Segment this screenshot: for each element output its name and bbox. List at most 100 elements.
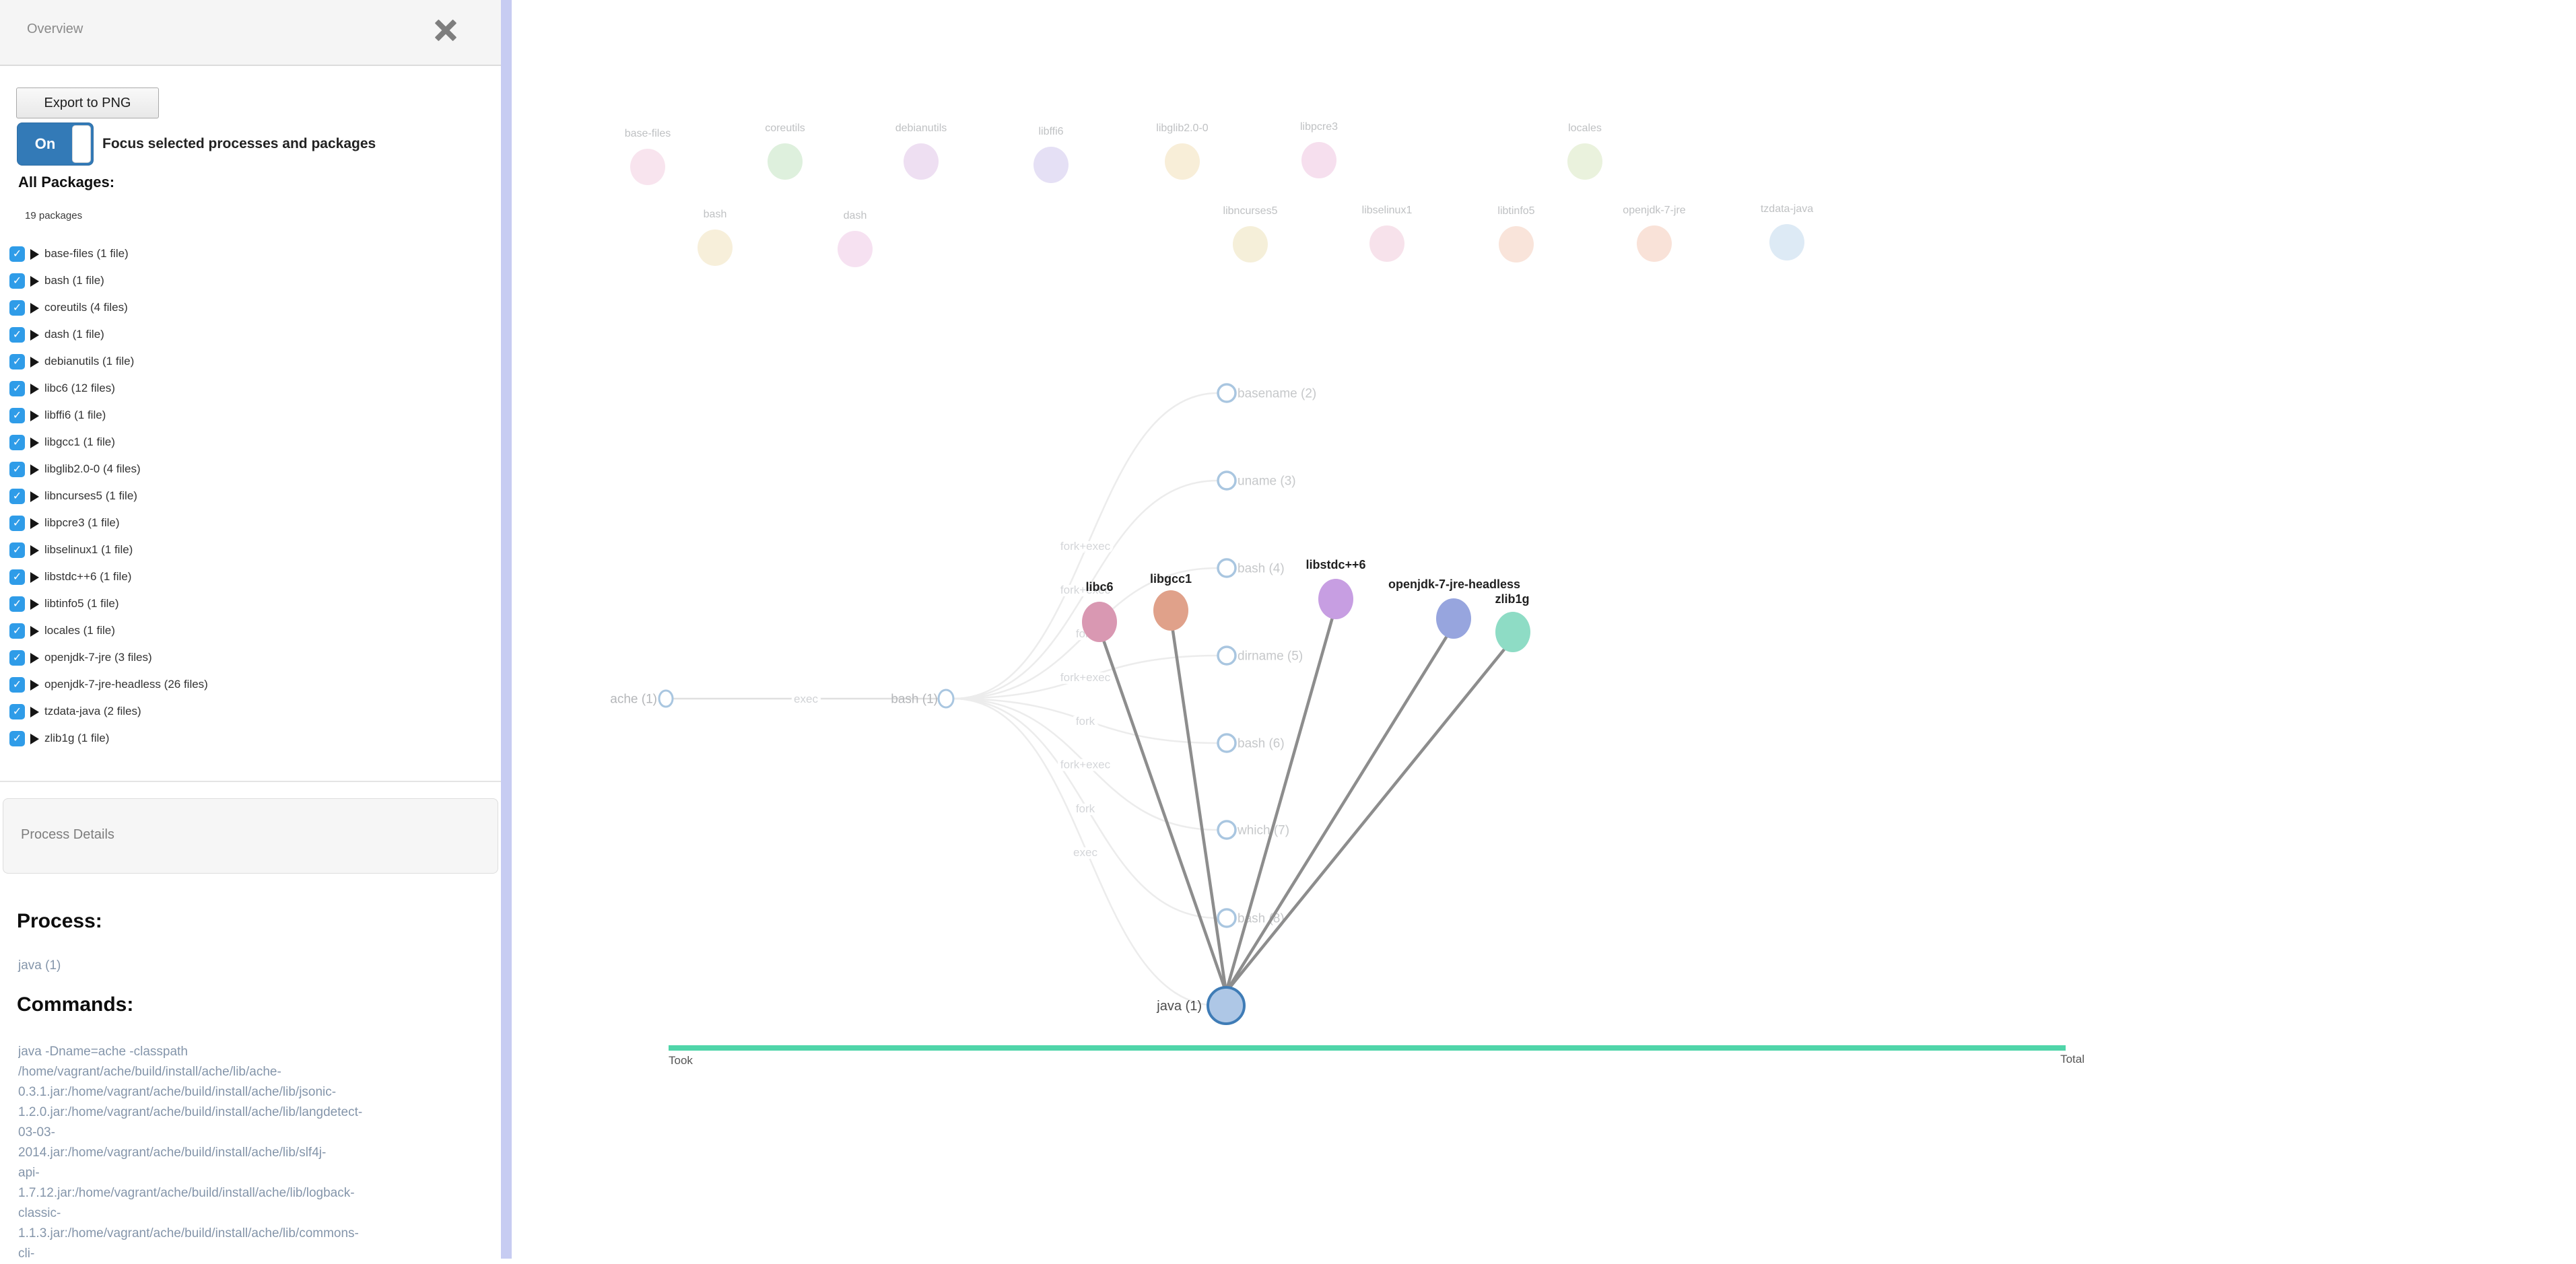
package-label[interactable]: zlib1g (1 file) [44, 732, 110, 744]
expand-triangle-icon[interactable] [30, 734, 39, 744]
focused-package-node[interactable] [1495, 612, 1530, 652]
focus-toggle[interactable]: On [17, 122, 94, 166]
process-node[interactable] [1217, 733, 1237, 753]
process-node-ache[interactable] [658, 689, 674, 708]
process-label-ache[interactable]: ache (1) [610, 693, 657, 707]
package-label[interactable]: libglib2.0-0 (4 files) [44, 462, 141, 475]
java-process-label[interactable]: java (1) [1156, 999, 1202, 1014]
package-label[interactable]: libncurses5 (1 file) [44, 489, 137, 502]
expand-triangle-icon[interactable] [30, 518, 39, 529]
faded-package-node[interactable] [1165, 143, 1200, 180]
package-checkbox-checked[interactable]: ✓ [9, 381, 25, 396]
expand-triangle-icon[interactable] [30, 330, 39, 341]
package-checkbox-checked[interactable]: ✓ [9, 327, 25, 343]
package-checkbox-checked[interactable]: ✓ [9, 489, 25, 504]
process-node[interactable] [1217, 470, 1237, 491]
expand-triangle-icon[interactable] [30, 464, 39, 475]
package-label[interactable]: libc6 (12 files) [44, 382, 115, 394]
package-checkbox-checked[interactable]: ✓ [9, 516, 25, 531]
java-process-node[interactable] [1207, 986, 1246, 1025]
package-checkbox-checked[interactable]: ✓ [9, 569, 25, 585]
expand-triangle-icon[interactable] [30, 599, 39, 610]
process-node[interactable] [1217, 908, 1237, 928]
timeline-bar[interactable] [669, 1045, 2066, 1051]
faded-package-node[interactable] [1033, 147, 1069, 183]
package-checkbox-checked[interactable]: ✓ [9, 273, 25, 289]
expand-triangle-icon[interactable] [30, 303, 39, 314]
faded-package-node[interactable] [1637, 225, 1672, 262]
expand-triangle-icon[interactable] [30, 384, 39, 394]
package-checkbox-checked[interactable]: ✓ [9, 596, 25, 612]
faded-package-node[interactable] [838, 231, 873, 267]
expand-triangle-icon[interactable] [30, 276, 39, 287]
expand-triangle-icon[interactable] [30, 249, 39, 260]
package-checkbox-checked[interactable]: ✓ [9, 408, 25, 423]
faded-package-node[interactable] [698, 230, 733, 266]
package-label[interactable]: libffi6 (1 file) [44, 409, 106, 421]
export-png-button[interactable]: Export to PNG [16, 87, 159, 118]
expand-triangle-icon[interactable] [30, 545, 39, 556]
package-checkbox-checked[interactable]: ✓ [9, 623, 25, 639]
process-label[interactable]: bash (6) [1238, 737, 1285, 751]
package-label[interactable]: debianutils (1 file) [44, 355, 135, 367]
package-checkbox-checked[interactable]: ✓ [9, 246, 25, 262]
package-label[interactable]: libstdc++6 (1 file) [44, 570, 132, 583]
process-node-bash1[interactable] [937, 689, 955, 709]
package-label[interactable]: tzdata-java (2 files) [44, 705, 141, 717]
process-details-panel[interactable]: Process Details [3, 798, 498, 874]
process-node[interactable] [1217, 820, 1237, 840]
sidebar-scrollbar[interactable] [501, 0, 512, 1259]
process-node[interactable] [1217, 558, 1237, 578]
package-label[interactable]: libgcc1 (1 file) [44, 435, 115, 448]
process-node[interactable] [1217, 383, 1237, 403]
faded-package-node[interactable] [1567, 143, 1602, 180]
process-label[interactable]: dirname (5) [1238, 649, 1303, 664]
package-label[interactable]: libtinfo5 (1 file) [44, 597, 119, 610]
expand-triangle-icon[interactable] [30, 437, 39, 448]
package-label[interactable]: locales (1 file) [44, 624, 115, 637]
process-label[interactable]: which (7) [1237, 824, 1289, 838]
package-label[interactable]: openjdk-7-jre (3 files) [44, 651, 152, 664]
package-checkbox-checked[interactable]: ✓ [9, 354, 25, 370]
faded-package-node[interactable] [768, 143, 803, 180]
expand-triangle-icon[interactable] [30, 411, 39, 421]
package-checkbox-checked[interactable]: ✓ [9, 731, 25, 746]
process-name-link[interactable]: java (1) [18, 958, 61, 973]
faded-package-node[interactable] [1769, 224, 1804, 260]
package-label[interactable]: coreutils (4 files) [44, 301, 128, 314]
process-label-bash1[interactable]: bash (1) [891, 693, 938, 707]
faded-package-node[interactable] [904, 143, 939, 180]
package-checkbox-checked[interactable]: ✓ [9, 677, 25, 693]
process-label[interactable]: basename (2) [1238, 387, 1316, 401]
package-label[interactable]: libselinux1 (1 file) [44, 543, 133, 556]
expand-triangle-icon[interactable] [30, 680, 39, 691]
faded-package-node[interactable] [1301, 142, 1336, 178]
expand-triangle-icon[interactable] [30, 626, 39, 637]
package-checkbox-checked[interactable]: ✓ [9, 462, 25, 477]
package-checkbox-checked[interactable]: ✓ [9, 650, 25, 666]
package-checkbox-checked[interactable]: ✓ [9, 704, 25, 719]
expand-triangle-icon[interactable] [30, 653, 39, 664]
faded-package-node[interactable] [1369, 225, 1404, 262]
package-label[interactable]: base-files (1 file) [44, 247, 129, 260]
focused-package-node[interactable] [1153, 590, 1188, 631]
close-icon[interactable] [434, 18, 458, 42]
package-label[interactable]: openjdk-7-jre-headless (26 files) [44, 678, 208, 691]
package-label[interactable]: bash (1 file) [44, 274, 104, 287]
expand-triangle-icon[interactable] [30, 707, 39, 717]
focus-toggle-knob[interactable] [72, 125, 91, 163]
package-label[interactable]: dash (1 file) [44, 328, 104, 341]
process-label[interactable]: uname (3) [1238, 475, 1296, 489]
package-checkbox-checked[interactable]: ✓ [9, 435, 25, 450]
focused-package-node[interactable] [1436, 598, 1471, 639]
focused-package-node[interactable] [1318, 579, 1353, 619]
process-label[interactable]: bash (4) [1238, 562, 1285, 576]
package-checkbox-checked[interactable]: ✓ [9, 300, 25, 316]
expand-triangle-icon[interactable] [30, 357, 39, 367]
expand-triangle-icon[interactable] [30, 572, 39, 583]
package-checkbox-checked[interactable]: ✓ [9, 542, 25, 558]
faded-package-node[interactable] [630, 149, 665, 185]
expand-triangle-icon[interactable] [30, 491, 39, 502]
process-node[interactable] [1217, 645, 1237, 666]
